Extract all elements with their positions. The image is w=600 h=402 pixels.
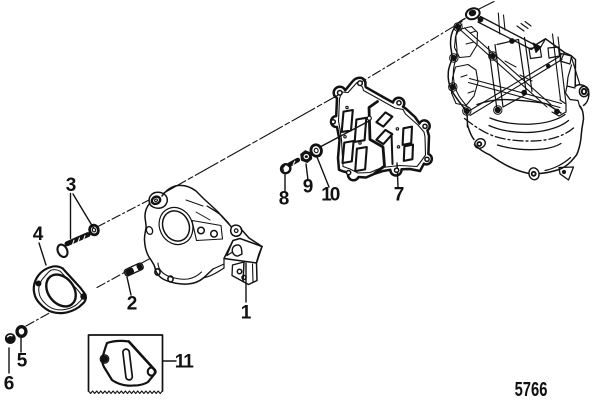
svg-text:8: 8 [279,189,290,210]
svg-text:5766: 5766 [515,378,548,401]
svg-text:0: 0 [330,185,341,206]
svg-text:1: 1 [241,303,252,324]
svg-text:1: 1 [321,185,332,206]
svg-text:1: 1 [175,352,186,373]
svg-text:2: 2 [127,294,138,315]
svg-text:9: 9 [303,177,314,198]
svg-text:6: 6 [4,374,15,395]
svg-text:5: 5 [17,351,28,372]
svg-text:7: 7 [394,185,405,206]
svg-text:4: 4 [33,224,44,245]
svg-text:1: 1 [183,352,194,373]
svg-text:3: 3 [66,175,77,196]
